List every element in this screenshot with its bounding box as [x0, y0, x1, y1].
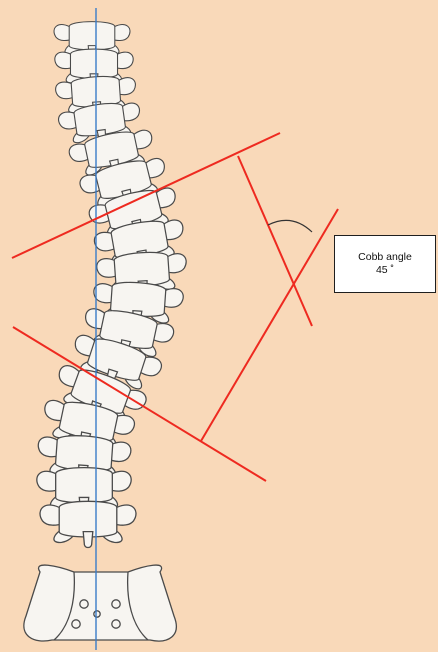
- cobb-angle-title: Cobb angle: [358, 251, 412, 264]
- sacral-foramen: [112, 620, 120, 628]
- cobb-angle-arc: [268, 220, 312, 232]
- vertebrae-column: [36, 22, 188, 548]
- cobb-angle-value: 45 ˚: [376, 264, 394, 277]
- sacral-foramen: [112, 600, 120, 608]
- cobb-angle-label-box: Cobb angle 45 ˚: [334, 235, 436, 293]
- upper-perpendicular-line: [238, 156, 312, 326]
- sacral-foramen: [94, 611, 100, 617]
- sacral-foramen: [72, 620, 80, 628]
- lower-perpendicular-line: [201, 209, 338, 441]
- sacrum: [24, 565, 176, 641]
- sacral-foramen: [80, 600, 88, 608]
- vertebra: [40, 501, 136, 547]
